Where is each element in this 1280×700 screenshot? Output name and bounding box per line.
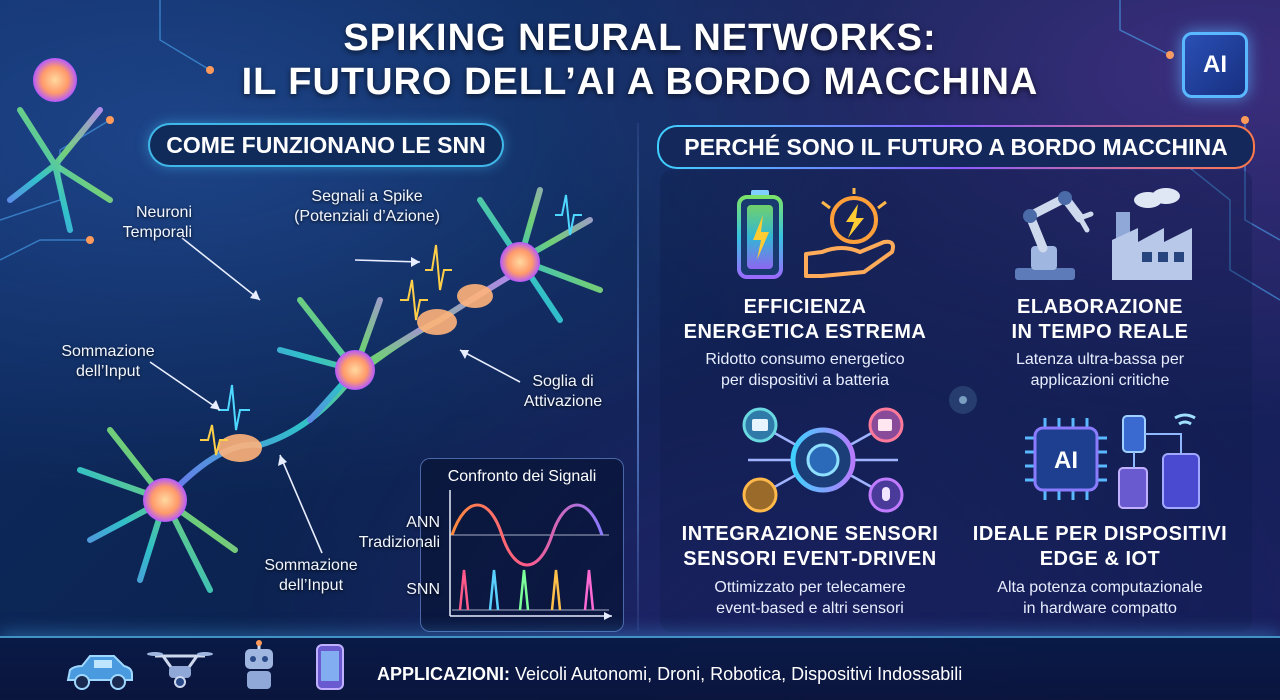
label-somm-b-line1: Sommazione bbox=[264, 557, 358, 574]
page-title-line1: SPIKING NEURAL NETWORKS: bbox=[343, 17, 937, 59]
label-somm-a-line2: dell’Input bbox=[75, 363, 141, 380]
ai-chip-icon: AI bbox=[1025, 418, 1107, 500]
label-neuroni-line1: Neuroni bbox=[135, 204, 192, 221]
snn-spike bbox=[518, 569, 530, 611]
feature-efficienza-title: EFFICIENZA ENERGETICA ESTREMA bbox=[680, 295, 930, 345]
feature-edge-title: IDEALE PER DISPOSITIVI EDGE & IOT bbox=[960, 522, 1240, 572]
label-sommazione-b: Sommazione dell’Input bbox=[255, 556, 367, 596]
feature-edge-title-2: EDGE & IOT bbox=[1039, 548, 1161, 570]
label-sommazione-a: Sommazione dell’Input bbox=[52, 342, 164, 382]
label-segnali-spike: Segnali a Spike (Potenziali d’Azione) bbox=[282, 187, 452, 227]
signal-comparison-plot bbox=[449, 490, 612, 620]
feature-elaborazione-title-2: IN TEMPO REALE bbox=[1011, 321, 1189, 343]
feature-edge-desc: Alta potenza computazionale in hardware … bbox=[960, 577, 1240, 619]
car-icon bbox=[66, 655, 133, 690]
signal-comparison-box: Confronto dei Signali bbox=[420, 458, 624, 632]
devices-icon bbox=[1118, 413, 1200, 509]
section-title-right: PERCHÉ SONO IL FUTURO A BORDO MACCHINA bbox=[657, 125, 1255, 169]
snn-spike bbox=[550, 569, 562, 611]
chip-ai-text: AI bbox=[1054, 447, 1078, 474]
feature-efficienza-desc-2: per dispositivi a batteria bbox=[720, 372, 890, 389]
sensor-hub-icon bbox=[742, 407, 904, 513]
feature-elaborazione-desc: Latenza ultra-bassa per applicazioni cri… bbox=[975, 349, 1225, 391]
feature-sensori-title: INTEGRAZIONE SENSORI SENSORI EVENT-DRIVE… bbox=[670, 522, 950, 572]
snn-spikes bbox=[452, 569, 609, 611]
feature-efficienza-title-1: EFFICIENZA bbox=[743, 296, 867, 318]
feature-efficienza-desc-1: Ridotto consumo energetico bbox=[705, 351, 905, 368]
feature-edge-desc-1: Alta potenza computazionale bbox=[997, 579, 1203, 596]
energy-hand-icon bbox=[804, 188, 895, 278]
label-ann-line1: ANN bbox=[406, 514, 440, 531]
smartphone-icon bbox=[316, 644, 344, 690]
feature-efficienza-desc: Ridotto consumo energetico per dispositi… bbox=[680, 349, 930, 391]
snn-spike bbox=[583, 569, 595, 611]
feature-elaborazione-title: ELABORAZIONE IN TEMPO REALE bbox=[975, 295, 1225, 345]
label-neuroni-temporali: Neuroni Temporali bbox=[110, 203, 192, 243]
axis-arrow bbox=[604, 612, 612, 620]
feature-sensori-desc: Ottimizzato per telecamere event-based e… bbox=[670, 577, 950, 619]
neuron-chain-illustration bbox=[7, 58, 603, 593]
applications-text: APPLICAZIONI: Veicoli Autonomi, Droni, R… bbox=[377, 662, 962, 686]
page-title-line2: IL FUTURO DELL’AI A BORDO MACCHINA bbox=[241, 61, 1039, 103]
label-somm-b-line2: dell’Input bbox=[278, 577, 344, 594]
feature-sensori-desc-1: Ottimizzato per telecamere bbox=[714, 579, 906, 596]
feature-sensori-title-1: INTEGRAZIONE SENSORI bbox=[681, 523, 939, 545]
robot-arm-icon bbox=[1015, 191, 1094, 280]
label-ann-line2: Tradizionali bbox=[358, 534, 440, 551]
feature-edge-title-1: IDEALE PER DISPOSITIVI bbox=[972, 523, 1228, 545]
feature-sensori-title-2: SENSORI EVENT-DRIVEN bbox=[683, 548, 937, 570]
section-title-left: COME FUNZIONANO LE SNN bbox=[150, 125, 502, 165]
signal-chart-title: Confronto dei Signali bbox=[447, 468, 597, 485]
section-divider bbox=[637, 123, 639, 631]
drone-icon bbox=[147, 652, 213, 688]
label-soglia-line1: Soglia di bbox=[532, 373, 594, 390]
robot-icon bbox=[245, 640, 273, 689]
ann-wave bbox=[450, 503, 604, 567]
label-snn: SNN bbox=[406, 581, 440, 598]
feature-elaborazione-desc-1: Latenza ultra-bassa per bbox=[1015, 351, 1185, 368]
label-soglia-line2: Attivazione bbox=[523, 393, 603, 410]
label-somm-a-line1: Sommazione bbox=[61, 343, 155, 360]
feature-sensori-desc-2: event-based e altri sensori bbox=[716, 600, 904, 617]
factory-icon bbox=[1112, 188, 1192, 280]
feature-edge-desc-2: in hardware compatto bbox=[1023, 600, 1177, 617]
label-neuroni-line2: Temporali bbox=[122, 224, 192, 241]
applications-items: Veicoli Autonomi, Droni, Robotica, Dispo… bbox=[510, 664, 963, 684]
snn-spike bbox=[458, 569, 470, 611]
label-segnali-line2: (Potenziali d’Azione) bbox=[294, 208, 440, 225]
battery-icon bbox=[737, 190, 783, 279]
snn-spike bbox=[488, 569, 500, 611]
applications-label: APPLICAZIONI: bbox=[377, 664, 510, 684]
label-segnali-line1: Segnali a Spike bbox=[311, 188, 423, 205]
feature-efficienza-title-2: ENERGETICA ESTREMA bbox=[683, 321, 927, 343]
label-soglia: Soglia di Attivazione bbox=[508, 372, 618, 412]
ai-chip-icon: AI bbox=[1182, 32, 1248, 98]
label-ann: ANN Tradizionali bbox=[340, 513, 440, 553]
feature-elaborazione-desc-2: applicazioni critiche bbox=[1030, 372, 1170, 389]
applications-bar bbox=[0, 636, 1280, 700]
feature-elaborazione-title-1: ELABORAZIONE bbox=[1017, 296, 1183, 318]
